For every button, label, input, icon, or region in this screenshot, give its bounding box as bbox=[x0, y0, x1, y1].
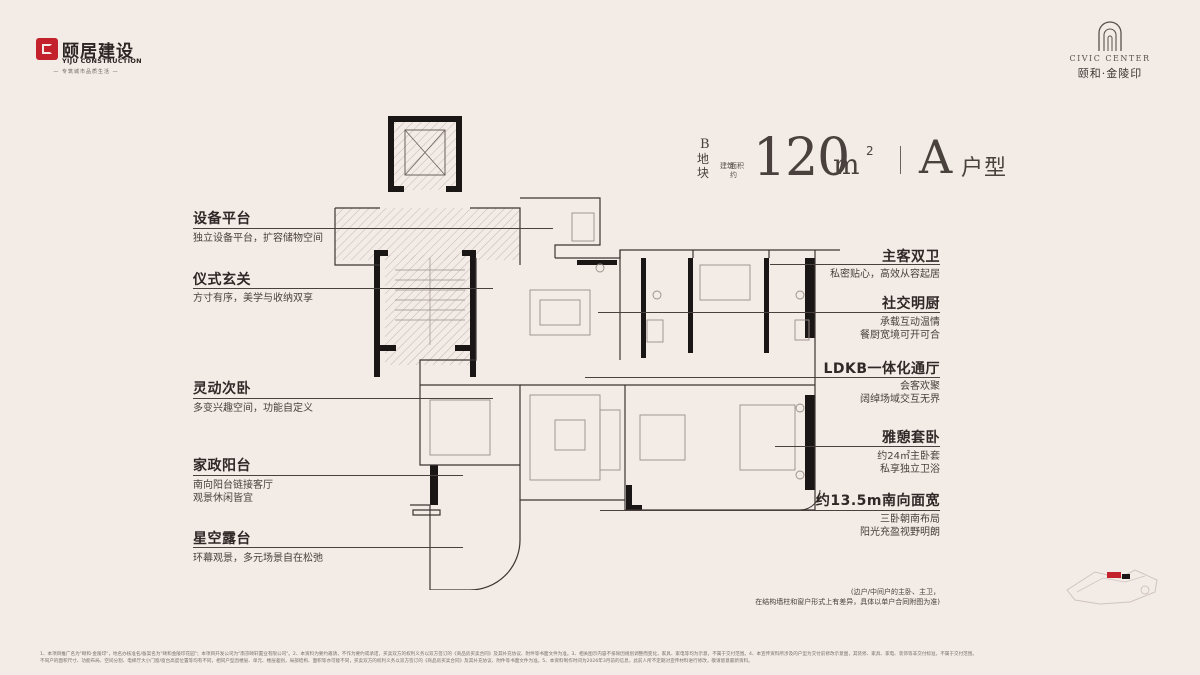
area-unit-superscript: 2 bbox=[866, 144, 874, 158]
label-open-kitchen-desc-1: 承载互动温情 bbox=[880, 317, 940, 328]
leader-line bbox=[193, 547, 463, 548]
brand-name-en: YIJU CONSTRUCTION bbox=[62, 57, 142, 65]
elevator-shaft bbox=[388, 118, 462, 190]
leader-line bbox=[193, 288, 493, 289]
leader-line bbox=[598, 312, 940, 313]
area-value: 120 bbox=[753, 128, 850, 188]
furniture-sketch bbox=[429, 212, 810, 481]
leader-line bbox=[193, 228, 553, 229]
floor-plan bbox=[334, 116, 840, 590]
footer-line-2: 不同户的面积尺寸、功能布局、空间分割、电梯厅大小门窗/窗台高度位置等均有不同，相… bbox=[40, 659, 753, 664]
label-dual-bathrooms: 主客双卫 bbox=[882, 249, 940, 265]
brand-logo-icon bbox=[36, 38, 58, 60]
unit-type: 户型 bbox=[961, 156, 1008, 181]
key-plan-icon bbox=[1066, 569, 1158, 605]
arch-logo-icon bbox=[1098, 21, 1122, 51]
label-ldkb-hall-desc-1: 会客欢聚 bbox=[900, 381, 940, 392]
leader-line bbox=[193, 398, 493, 399]
leader-line bbox=[600, 510, 940, 511]
footer-disclaimer: 1、本项目推广名为"颐和·金陵印"，地名办核准名/备案名为"颐和金陵印花园"；本… bbox=[40, 651, 1170, 665]
brand-name-cn: 颐居建设 bbox=[62, 42, 134, 62]
footer-line-1: 1、本项目推广名为"颐和·金陵印"，地名办核准名/备案名为"颐和金陵印花园"；本… bbox=[40, 652, 977, 657]
variation-note-line-1: (边户/中间户的主卧、主卫， bbox=[850, 588, 940, 596]
label-dual-bathrooms-desc: 私密贴心，高效从容起居 bbox=[830, 269, 940, 280]
label-master-suite: 雅憩套卧 bbox=[882, 430, 940, 446]
label-entrance-foyer-desc: 方寸有序，美学与收纳双享 bbox=[193, 293, 313, 304]
label-equipment-platform: 设备平台 bbox=[193, 211, 251, 227]
label-south-frontage: 约13.5m南向面宽 bbox=[815, 493, 940, 509]
label-utility-balcony-desc-1: 南向阳台链接客厅 bbox=[193, 480, 273, 491]
label-south-frontage-desc-2: 阳光充盈视野明朗 bbox=[860, 527, 940, 538]
unit-letter: A bbox=[919, 130, 953, 184]
walls bbox=[374, 116, 815, 511]
area-label-2: 面积约 bbox=[730, 162, 744, 179]
label-open-kitchen: 社交明厨 bbox=[882, 296, 940, 312]
label-entrance-foyer: 仪式玄关 bbox=[193, 272, 251, 288]
label-sky-terrace: 星空露台 bbox=[193, 531, 251, 547]
variation-note: (边户/中间户的主卧、主卫， 在结构墙柱和窗户形式上有差异，具体以单户合同附图为… bbox=[740, 587, 940, 607]
area-label-1: 建筑 bbox=[720, 162, 734, 170]
title-divider bbox=[900, 146, 901, 174]
label-south-frontage-desc-1: 三卧朝南布局 bbox=[880, 514, 940, 525]
label-second-bedroom: 灵动次卧 bbox=[193, 381, 251, 397]
block-letter: B bbox=[700, 137, 710, 152]
variation-note-line-2: 在结构墙柱和窗户形式上有差异，具体以单户合同附图为准) bbox=[755, 598, 940, 606]
label-utility-balcony: 家政阳台 bbox=[193, 458, 251, 474]
leader-line bbox=[193, 475, 463, 476]
brand-slogan: — 专筑城市品质生活 — bbox=[53, 69, 119, 75]
label-master-suite-desc-1: 约24㎡主卧套 bbox=[877, 451, 940, 462]
label-utility-balcony-desc-2: 观景休闲皆宜 bbox=[193, 493, 253, 504]
label-ldkb-hall: LDKB一体化通厅 bbox=[823, 361, 940, 377]
leader-line bbox=[775, 446, 940, 447]
label-equipment-platform-desc: 独立设备平台，扩容储物空间 bbox=[193, 233, 323, 244]
area-unit: m bbox=[833, 148, 860, 181]
leader-line bbox=[770, 264, 940, 265]
project-name-en: CIVIC CENTER bbox=[1069, 54, 1151, 63]
label-ldkb-hall-desc-2: 阔绰场域交互无界 bbox=[860, 394, 940, 405]
equipment-platform-area bbox=[335, 208, 520, 260]
label-master-suite-desc-2: 私享独立卫浴 bbox=[880, 464, 940, 475]
label-open-kitchen-desc-2: 餐厨宽境可开可合 bbox=[860, 330, 940, 341]
label-sky-terrace-desc: 环幕观景，多元场景自在松弛 bbox=[193, 553, 323, 564]
block-name: 地块 bbox=[697, 152, 710, 180]
leader-line bbox=[585, 377, 940, 378]
label-second-bedroom-desc: 多变兴趣空间，功能自定义 bbox=[193, 403, 313, 414]
project-name-cn: 颐和·金陵印 bbox=[1077, 67, 1143, 80]
